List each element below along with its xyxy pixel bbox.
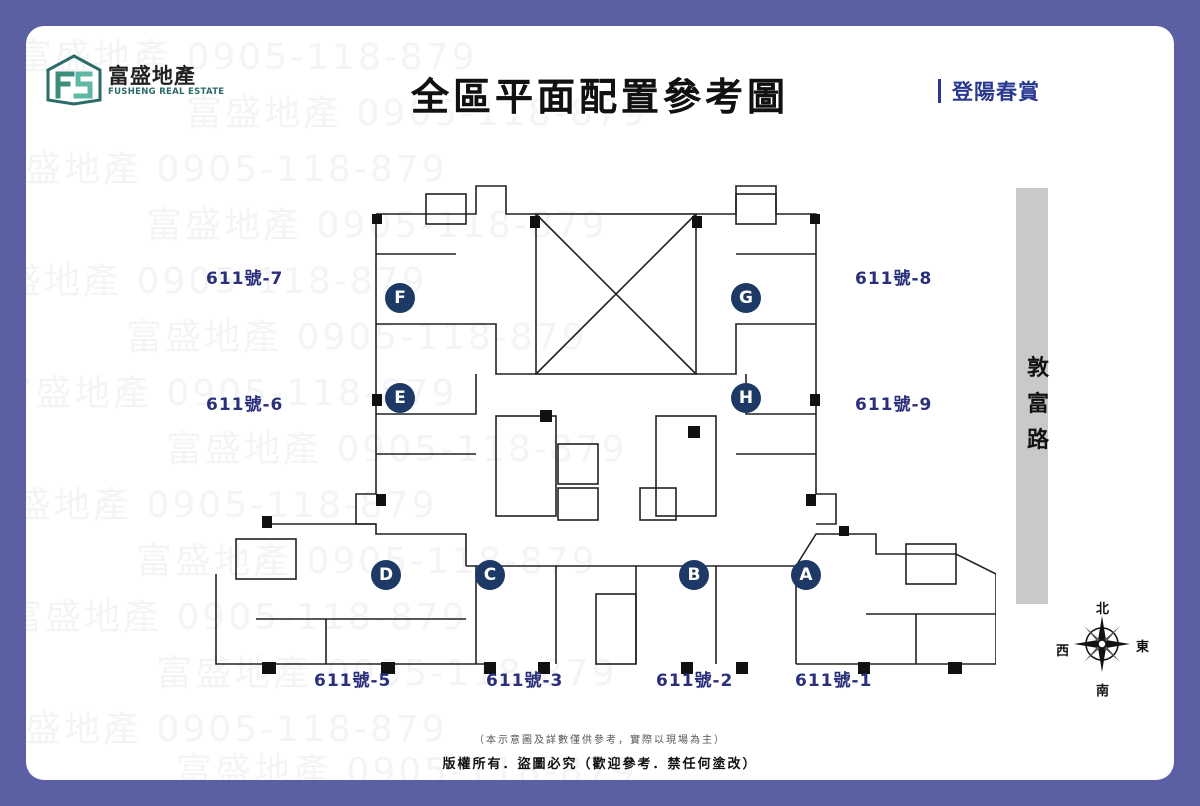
column bbox=[688, 426, 700, 438]
brand-logo: 富盛地產 FUSHENG REAL ESTATE bbox=[46, 54, 246, 114]
column bbox=[262, 662, 276, 674]
east-stair-core bbox=[655, 415, 717, 517]
balcony-unit-d bbox=[235, 538, 297, 580]
project-divider bbox=[938, 79, 941, 103]
compass-rose: 北 南 東 西 bbox=[1040, 598, 1164, 704]
column bbox=[736, 662, 748, 674]
unit-number-h: 611號-9 bbox=[855, 395, 933, 415]
compass-south: 南 bbox=[1096, 684, 1110, 699]
column bbox=[810, 394, 820, 406]
void-cross-line bbox=[535, 213, 697, 375]
column bbox=[540, 410, 552, 422]
elevator-1 bbox=[557, 443, 599, 485]
trash-room bbox=[595, 593, 637, 665]
elevator-3 bbox=[639, 487, 677, 521]
balcony-unit-a bbox=[905, 543, 957, 585]
unit-d-east-wall bbox=[466, 565, 477, 664]
column bbox=[948, 662, 962, 674]
column bbox=[810, 214, 820, 224]
unit-number-b: 611號-2 bbox=[656, 671, 734, 691]
brand-english-name: FUSHENG REAL ESTATE bbox=[108, 87, 225, 97]
column bbox=[484, 662, 496, 674]
brand-name: 富盛地產 bbox=[108, 64, 196, 88]
column bbox=[372, 394, 382, 406]
unit-badge-h: H bbox=[731, 383, 761, 413]
compass-west: 西 bbox=[1056, 644, 1070, 659]
east-tower-wall bbox=[696, 185, 837, 525]
compass-north: 北 bbox=[1096, 602, 1110, 617]
road-label: 敦富路 bbox=[1020, 351, 1056, 459]
unit-badge-c: C bbox=[475, 560, 505, 590]
elevator-2 bbox=[557, 487, 599, 521]
unit-d-south-wall bbox=[215, 574, 486, 665]
unit-number-f: 611號-7 bbox=[206, 269, 284, 289]
page-title: 全區平面配置參考圖 bbox=[410, 75, 789, 119]
unit-d-north-wall bbox=[266, 523, 467, 566]
west-tower-wall bbox=[355, 214, 377, 525]
unit-number-d: 611號-5 bbox=[314, 671, 392, 691]
road-name: 敦富路 bbox=[1026, 356, 1049, 453]
unit-number-e: 611號-6 bbox=[206, 395, 284, 415]
road-strip bbox=[1016, 188, 1048, 604]
column bbox=[381, 662, 395, 674]
unit-e-north-wall bbox=[376, 374, 477, 415]
disclaimer-note: （本示意圖及詳數僅供參考，實際以現場為主） bbox=[474, 735, 726, 746]
compass-east: 東 bbox=[1136, 640, 1150, 655]
column bbox=[376, 494, 386, 506]
unit-badge-e: E bbox=[385, 383, 415, 413]
unit-badge-d: D bbox=[371, 560, 401, 590]
poster-card: 富盛地產 0905-118-879 富盛地產 0905-118-879 富盛地產… bbox=[26, 26, 1174, 780]
unit-g-south-wall bbox=[696, 323, 816, 375]
unit-badge-b: B bbox=[679, 560, 709, 590]
bath-unit-f bbox=[425, 193, 467, 225]
column bbox=[858, 662, 870, 674]
west-stair-core bbox=[495, 415, 557, 517]
unit-number-c: 611號-3 bbox=[486, 671, 564, 691]
logo-mark-icon bbox=[46, 54, 102, 106]
column bbox=[538, 662, 550, 674]
unit-b-east-wall bbox=[716, 565, 797, 664]
unit-badge-f: F bbox=[385, 283, 415, 313]
compass-icon bbox=[1074, 616, 1130, 672]
project-name: 登陽春賞 bbox=[952, 80, 1040, 104]
column bbox=[262, 516, 272, 528]
copyright-notice: 版權所有．盜圖必究（歡迎參考．禁任何塗改） bbox=[442, 757, 758, 772]
bath-unit-g bbox=[735, 193, 777, 225]
unit-badge-a: A bbox=[791, 560, 821, 590]
column bbox=[372, 214, 382, 224]
column bbox=[681, 662, 693, 674]
unit-number-a: 611號-1 bbox=[795, 671, 873, 691]
column bbox=[806, 494, 816, 506]
column bbox=[692, 216, 702, 228]
unit-badge-g: G bbox=[731, 283, 761, 313]
unit-f-south-wall bbox=[376, 323, 536, 375]
unit-a-wall bbox=[795, 533, 996, 665]
unit-number-g: 611號-8 bbox=[855, 269, 933, 289]
column bbox=[839, 526, 849, 536]
column bbox=[530, 216, 540, 228]
floor-plan bbox=[215, 185, 996, 674]
unit-f-north-wall bbox=[376, 185, 536, 215]
central-void bbox=[535, 213, 697, 375]
